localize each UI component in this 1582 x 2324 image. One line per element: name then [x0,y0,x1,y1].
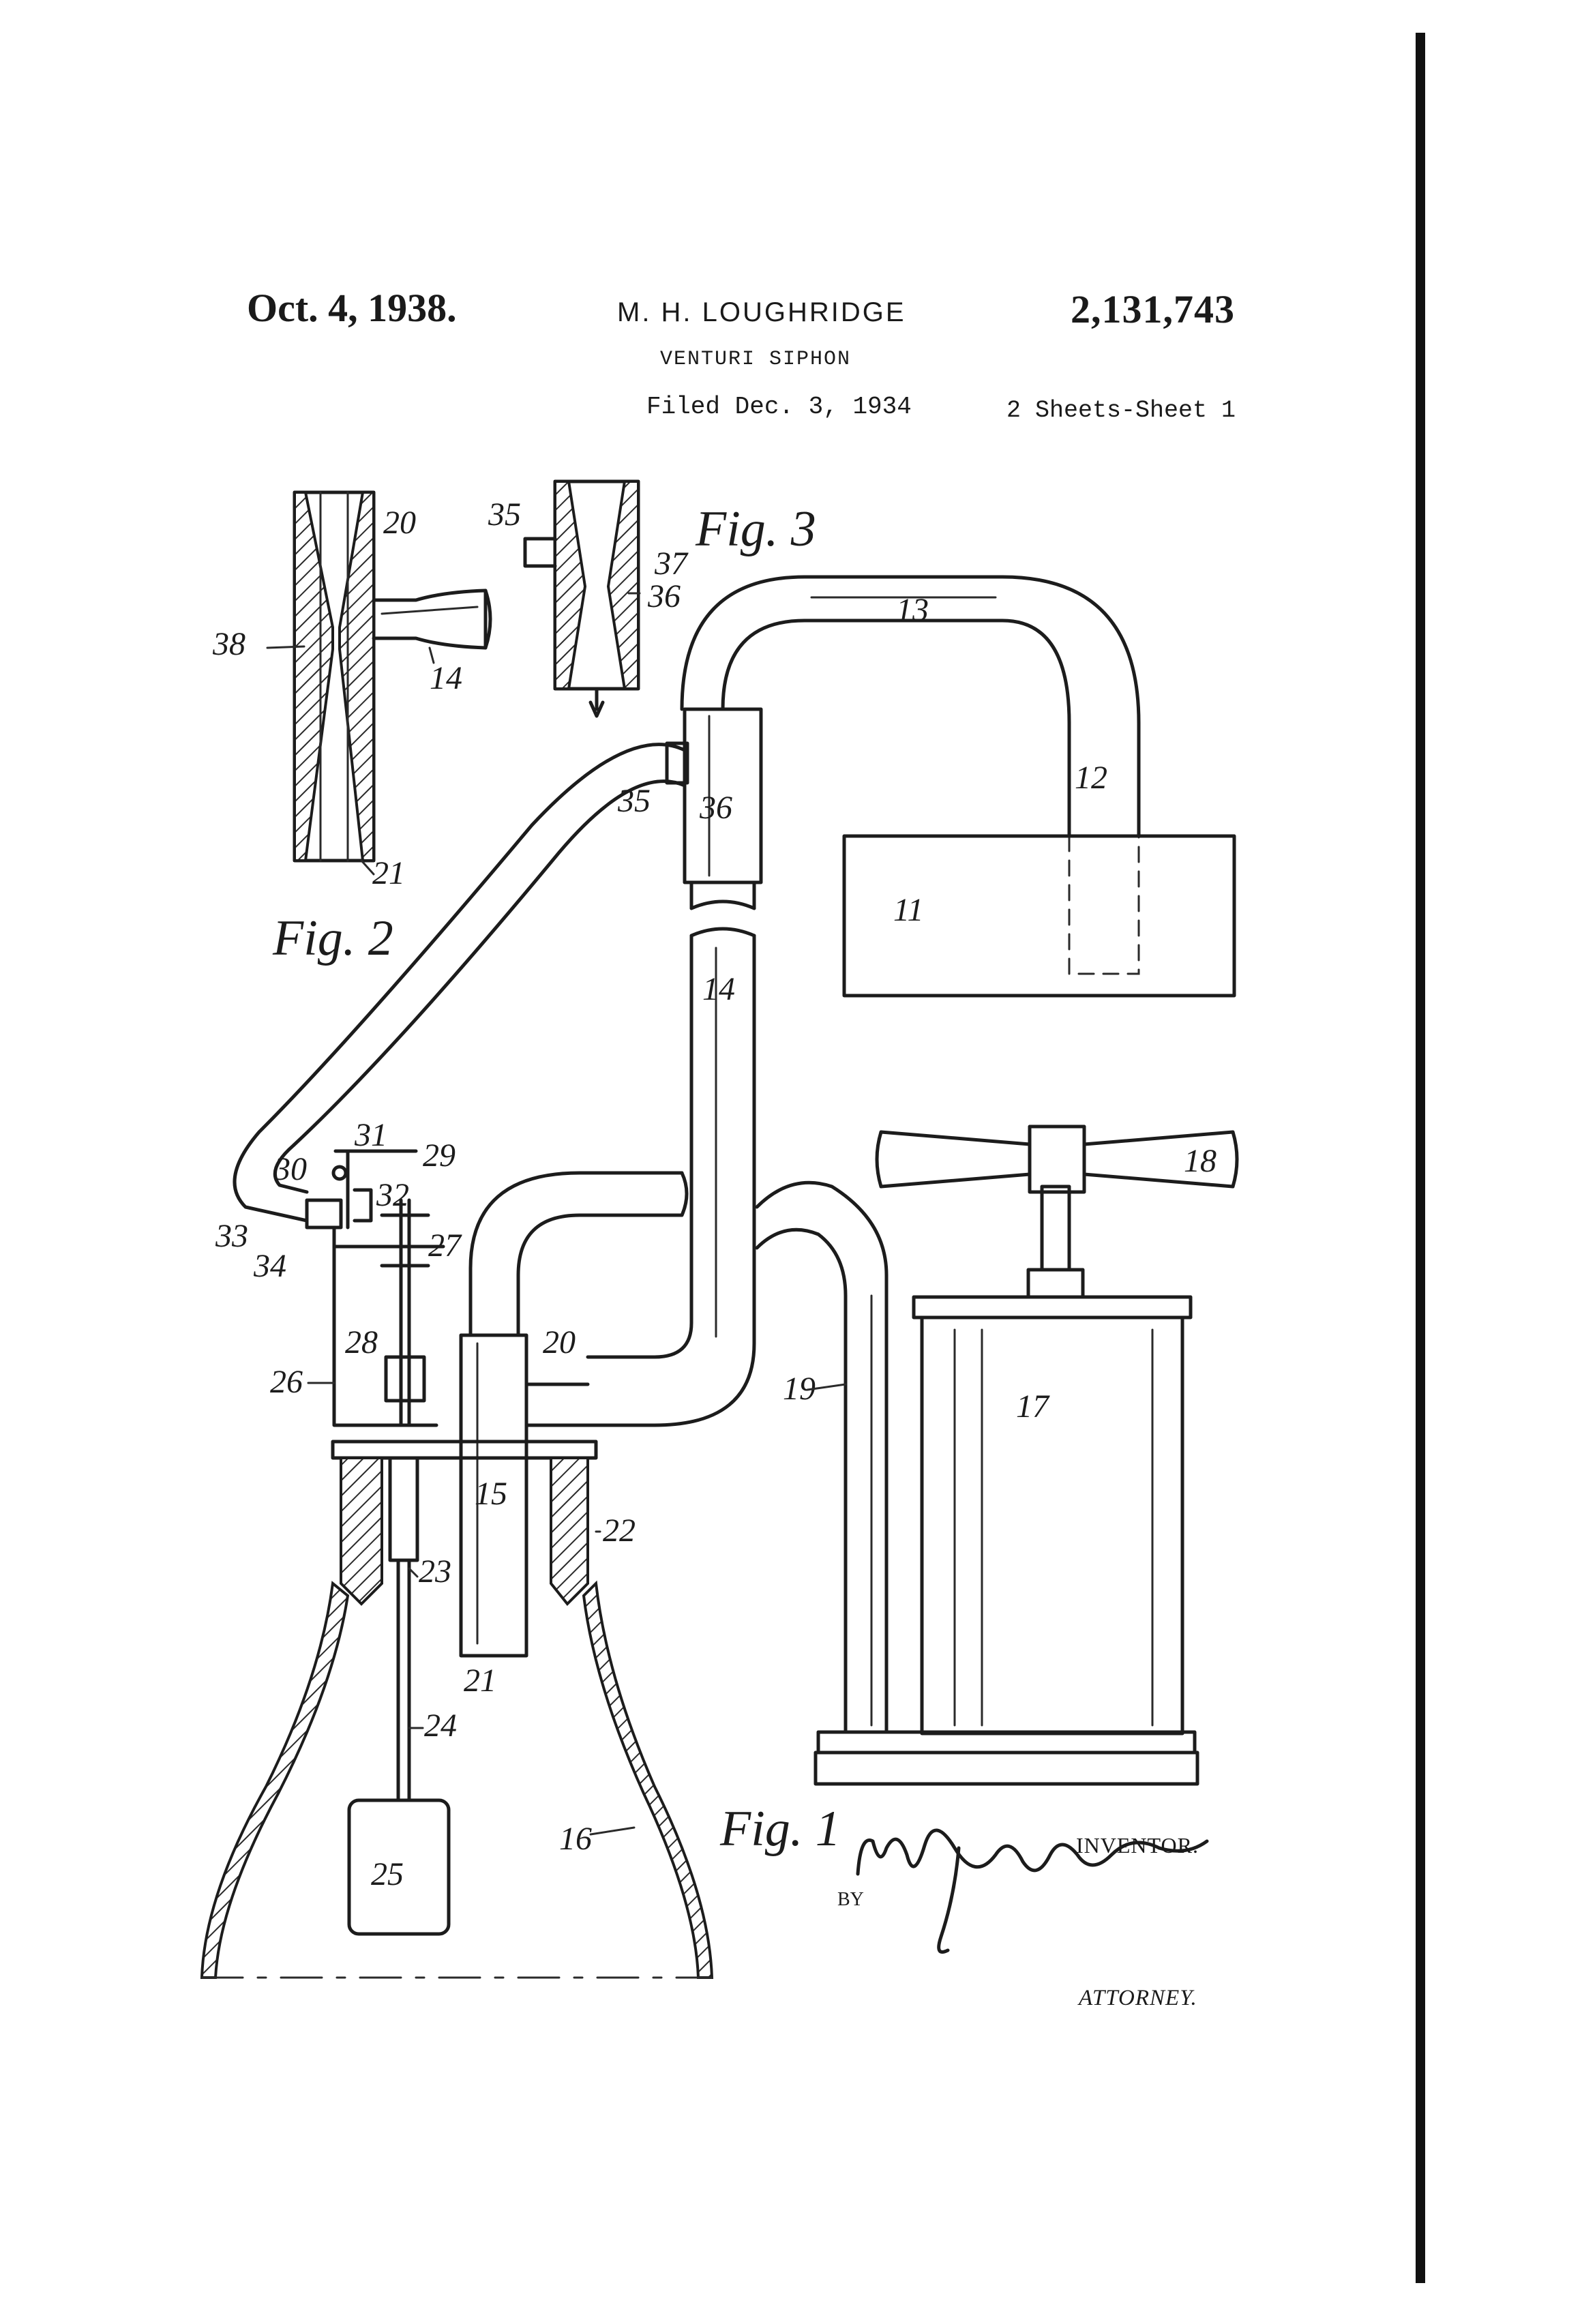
ref-38: 38 [212,626,245,662]
ref-22: 22 [603,1513,636,1549]
ref-35-fig3: 35 [488,496,521,533]
ref-18: 18 [1184,1143,1217,1179]
ref-35: 35 [617,783,651,819]
ref-17: 17 [1016,1388,1050,1425]
inventor-label: INVENTOR. [1076,1833,1199,1858]
ref-21-fig2: 21 [372,855,405,891]
ref-27: 27 [428,1227,462,1264]
fig1-label: Fig. 1 [719,1801,841,1857]
ref-37: 37 [654,546,689,582]
ref-29: 29 [423,1137,456,1174]
fig3-label: Fig. 3 [695,501,816,557]
ref-14-fig2: 14 [430,660,462,696]
attorney-label: ATTORNEY. [1079,1986,1197,2011]
ref-16: 16 [559,1821,592,1857]
ref-14: 14 [702,971,735,1007]
ref-24: 24 [424,1708,457,1744]
ref-25: 25 [371,1856,404,1892]
ref-30: 30 [273,1151,307,1187]
ref-23: 23 [419,1553,451,1590]
fig3-venturi-detail [525,481,638,716]
ref-15: 15 [475,1476,507,1512]
ref-36: 36 [699,790,732,826]
ref-13: 13 [896,592,929,628]
ref-12: 12 [1075,760,1107,796]
ref-33: 33 [215,1218,248,1254]
ref-31: 31 [354,1117,387,1153]
ref-20: 20 [543,1324,576,1360]
ref-26: 26 [270,1364,303,1400]
ref-36-fig3: 36 [647,578,681,614]
ref-28: 28 [345,1324,378,1360]
by-label: BY [837,1889,864,1911]
ref-34: 34 [253,1248,286,1284]
ref-32: 32 [376,1177,409,1213]
ref-21: 21 [464,1663,496,1699]
ref-11: 11 [893,892,923,928]
fig2-label: Fig. 2 [272,910,393,966]
ref-20-fig2: 20 [383,505,416,541]
